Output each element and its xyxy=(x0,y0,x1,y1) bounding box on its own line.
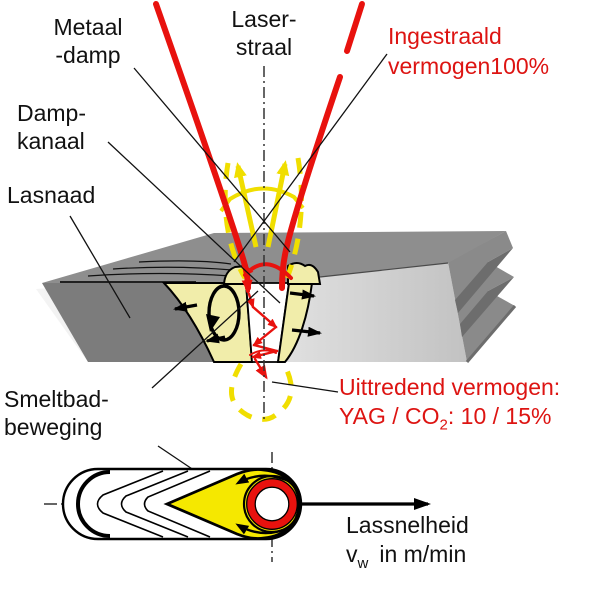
heat-arrow-right-2 xyxy=(291,326,322,337)
label-metaal-damp: Metaal -damp xyxy=(28,13,148,69)
label-smeltbad-line1: Smeltbad- xyxy=(4,386,109,412)
lassnelheid-line2-post: in m/min xyxy=(379,541,467,567)
beam-entry-arrow xyxy=(241,276,253,294)
laser-beam-right-upper xyxy=(344,1,365,54)
label-uittredend-line2: YAG / CO2: 10 / 15% xyxy=(339,402,560,434)
pool-flow-arrows xyxy=(235,473,292,535)
label-laser-straal-line2: straal xyxy=(235,34,293,60)
chevron-1 xyxy=(96,470,164,538)
chevron-3 xyxy=(143,470,211,538)
label-smeltbad-beweging: Smeltbad- beweging xyxy=(4,385,109,441)
workpiece-broken-edge xyxy=(448,231,517,363)
laser-beam xyxy=(153,1,365,380)
lassnelheid-line2-pre: v xyxy=(346,541,358,567)
label-damp-kanaal-line2: kanaal xyxy=(17,128,85,154)
bead-line-3 xyxy=(112,266,233,271)
label-lassnelheid-line2: vw in m/min xyxy=(346,540,469,572)
label-uittredend-line1: Uittredend vermogen: xyxy=(339,374,561,400)
vapor-arrow-right xyxy=(265,160,290,248)
weld-seam-cut-face xyxy=(42,283,214,362)
broken-edge-shadow-3 xyxy=(465,305,517,363)
lassnelheid-line2-sub: w xyxy=(357,554,369,572)
leader-uittredend xyxy=(271,381,339,393)
solidified-chevrons xyxy=(96,470,211,538)
keyhole-ring-outer-edge xyxy=(246,478,298,530)
heat-arrow-left-1 xyxy=(173,301,198,312)
vapor-cone-dash-right xyxy=(284,157,304,279)
uittredend-line2-post: : 10 / 15% xyxy=(447,403,552,429)
leader-lasnaad xyxy=(69,215,131,319)
leader-smeltbad-pool xyxy=(151,290,259,389)
exit-cone-dashed xyxy=(228,362,294,422)
bead-line-4 xyxy=(138,260,232,265)
pool-rim-right xyxy=(287,262,322,285)
top-front-edge xyxy=(319,262,449,278)
leader-ingestraald xyxy=(233,53,388,263)
label-damp-kanaal: Damp- kanaal xyxy=(17,99,86,155)
chevron-thick-arc xyxy=(76,470,111,538)
label-smeltbad-line2: beweging xyxy=(4,414,103,440)
reflection-3 xyxy=(252,325,278,347)
weld-bead-top-view xyxy=(61,467,431,541)
melt-flow-loop-arrowhead xyxy=(206,314,220,332)
melt-flow-loop xyxy=(207,284,241,342)
vapor-arrow-left xyxy=(234,162,259,248)
leader-damp-kanaal xyxy=(107,141,281,304)
workpiece-top-face xyxy=(42,231,506,283)
label-damp-kanaal-line1: Damp- xyxy=(17,100,87,126)
label-metaal-damp-line1: Metaal xyxy=(53,14,123,40)
flow-arrow-lower xyxy=(235,523,292,535)
label-uittredend-vermogen: Uittredend vermogen: YAG / CO2: 10 / 15% xyxy=(339,373,561,434)
label-lassnelheid-line1: Lassnelheid xyxy=(346,512,469,538)
exit-beam-arrow xyxy=(253,357,268,380)
beam-reflections xyxy=(246,292,279,380)
top-view-keyhole-ring xyxy=(247,479,297,529)
broken-edge-shadow-2 xyxy=(460,277,514,337)
heat-arrow-right-1 xyxy=(289,289,316,300)
vapor-spread-arc xyxy=(219,186,305,213)
chevron-2 xyxy=(120,470,189,538)
heat-arrow-left-2 xyxy=(205,333,226,344)
keyhole-bottom-arc xyxy=(249,349,277,356)
reflection-1 xyxy=(246,292,255,309)
label-ingestraald-vermogen: Ingestraald vermogen100% xyxy=(388,21,549,81)
flow-arrow-upper xyxy=(235,473,292,485)
label-lasnaad: Lasnaad xyxy=(7,182,96,208)
label-lassnelheid: Lassnelheid vw in m/min xyxy=(346,511,469,572)
reflection-2 xyxy=(251,305,278,329)
keyhole-mouth-arc xyxy=(243,262,293,280)
label-metaal-damp-line2: -damp xyxy=(55,42,121,68)
broken-edge-shadow-1 xyxy=(455,248,513,313)
label-ingestraald-line1: Ingestraald xyxy=(388,23,502,49)
uittredend-line2-pre: YAG / CO xyxy=(339,403,440,429)
reflection-4 xyxy=(252,343,279,353)
keyhole-ring-inner-edge xyxy=(254,486,290,522)
label-laser-straal-line1: Laser- xyxy=(231,6,297,32)
leader-lines xyxy=(69,53,388,484)
label-laser-straal: Laser- straal xyxy=(206,5,322,61)
heat-flow-arrows xyxy=(173,289,322,344)
label-ingestraald-line2: vermogen100% xyxy=(388,53,550,79)
uittredend-line2-sub: 2 xyxy=(439,416,448,434)
leader-metaal-damp xyxy=(133,67,291,253)
